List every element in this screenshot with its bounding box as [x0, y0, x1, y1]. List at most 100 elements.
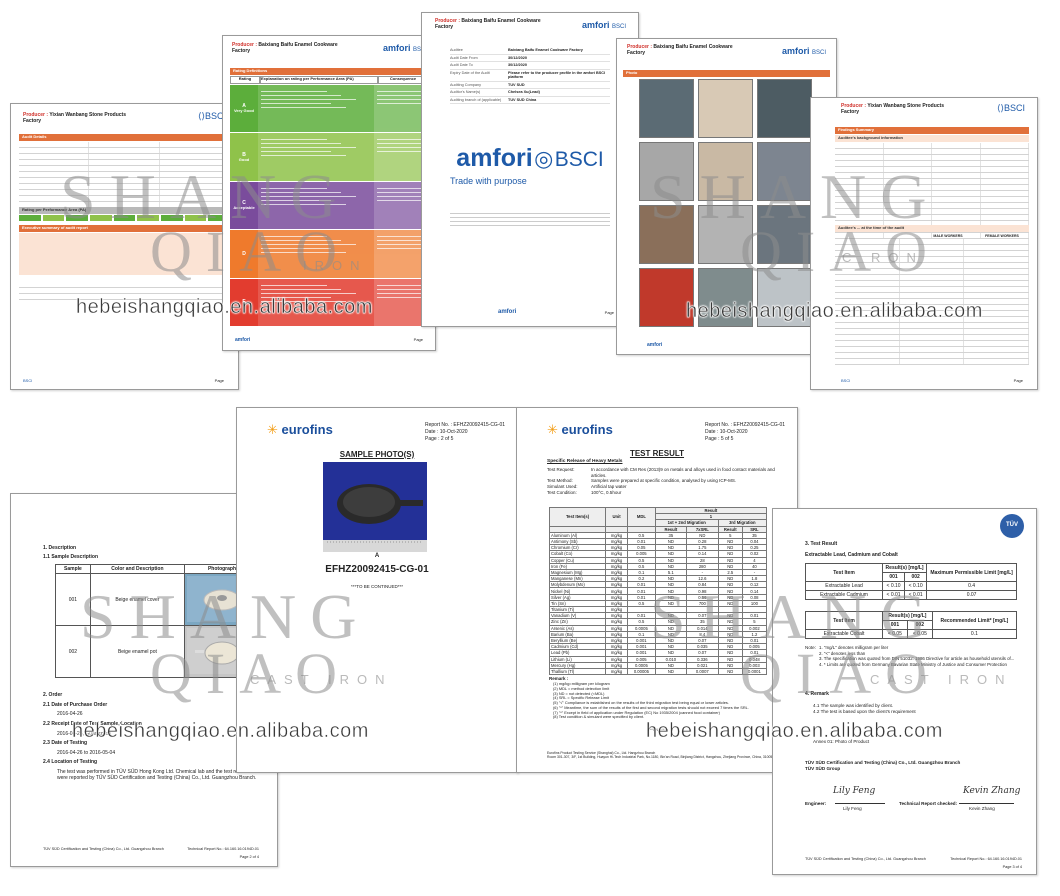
- audit-photo: [698, 205, 753, 264]
- page-title: TEST RESULT: [629, 449, 685, 458]
- amfori-logo-small: amfori BSCI: [581, 20, 626, 30]
- rating-row: E: [230, 278, 428, 328]
- section-header: Findings Summary: [835, 127, 1029, 134]
- reviewer-name: Kevin Zhang: [969, 806, 995, 811]
- rating-letter: C: [242, 200, 246, 207]
- report-meta: Report No. : EFHZ20092415-CG-01 Date : 1…: [425, 422, 506, 442]
- remark-note: (1) mg/kg=milligram per kilogram: [553, 681, 610, 686]
- remarks: 4.1 The sample was identified by client.…: [813, 703, 916, 715]
- signature-company: TÜV SÜD Certification and Testing (China…: [805, 760, 961, 771]
- cover-info-row: Auditing branch of (applicable)TUV SUD C…: [450, 97, 610, 105]
- doc-bsci-audit-details: Producer : Yixian Wanbang Stone Products…: [10, 103, 239, 390]
- table-header: Rating Explanation on rating per Perform…: [230, 76, 428, 84]
- audit-photo: [639, 142, 694, 201]
- rating-letter: D: [242, 250, 246, 257]
- footer-logo: amfori: [235, 337, 251, 343]
- continued-note: ***TO BE CONTINUED***: [351, 584, 403, 589]
- table-row: 002 Beige enamel pot: [55, 625, 260, 678]
- doc-amfori-cover: Producer : Baixiang Baifu Enamel Cookwar…: [421, 12, 639, 327]
- page-number: Page: [214, 378, 224, 384]
- producer-line: Producer : Yixian Wanbang Stone Products…: [23, 112, 126, 124]
- amfori-logo: amfori BSCI: [382, 43, 427, 53]
- audit-photo: [757, 268, 812, 327]
- test-info: Test Request:In accordance with CM Res (…: [547, 467, 775, 495]
- page-number: Page: [413, 337, 423, 343]
- audit-grid: [19, 142, 230, 214]
- reviewer-signature: Kevin Zhang: [963, 786, 1021, 796]
- section-header: Rating Definitions: [230, 68, 428, 75]
- worker-grid: [835, 239, 1030, 365]
- testing-date-value: 2016-04-26 to 2016-05-04: [57, 750, 116, 756]
- remark-item: 4.1 The sample was identified by client.: [813, 703, 894, 708]
- location-value: The test was performed in TÜV SÜD Hong K…: [57, 769, 257, 781]
- subsection-header: Auditee's background information: [835, 135, 1029, 142]
- disclaimer-lines: [450, 210, 610, 230]
- remark-item: 4.2 The test is based upon the client's …: [813, 708, 916, 714]
- remark-note: (2) MDL = method detection limit: [553, 685, 610, 691]
- sample-photo: [323, 462, 427, 552]
- audit-photo: [698, 79, 753, 138]
- engineer-name: Lily Feng: [843, 806, 862, 811]
- report-id: EFHZ20092415-CG-01: [325, 564, 429, 575]
- po-date-value: 2016-04-26: [57, 711, 83, 717]
- subsection-header-2: Auditee's ... at the time of the audit: [835, 225, 1029, 232]
- remark-note: (3) ND = not detected (<MDL): [553, 690, 605, 696]
- cover-info-row: Auditor's Name(s)Chelsea Xu(Lead): [450, 89, 610, 97]
- page-number: Page: [604, 310, 614, 316]
- tagline: Trade with purpose: [450, 176, 527, 186]
- producer-line: Producer : Yixian Wanbang Stone Products…: [841, 103, 944, 115]
- remark-note: (5) "√" Compliance is established on the…: [553, 700, 729, 706]
- section-header: Audit Details: [19, 134, 230, 141]
- subsection-title: 1.1 Sample Description: [43, 554, 99, 560]
- note-item: 3. The specification was quoted from DIN…: [819, 656, 1015, 662]
- location-label: 2.4 Location of Testing: [43, 759, 98, 765]
- page-number: Page: [1013, 378, 1023, 384]
- bsci-swirl-icon: ◎: [534, 146, 554, 171]
- bsci-logo: ⟨⟩BSCI: [996, 103, 1025, 113]
- receipt-label: 2.2 Receipt Date of Test Sample, Locatio…: [43, 721, 142, 727]
- producer-line: Producer : Baixiang Baifu Enamel Cookwar…: [627, 44, 733, 56]
- engineer-label: Engineer:: [805, 801, 827, 806]
- producer-line: Producer : Baixiang Baifu Enamel Cookwar…: [435, 18, 541, 30]
- note-item: 2. "<" denotes less than: [819, 650, 866, 656]
- note-item: 4. * Limits are quoted from Germany Bava…: [819, 662, 1007, 668]
- footer-page: Page 2 of 4: [239, 855, 259, 860]
- doc-tuv-test-result: TÜV 3. Test Result Extractable Lead, Cad…: [772, 508, 1037, 875]
- eurofins-logo: ✳ eurofins: [547, 422, 613, 437]
- doc-bsci-photos: Producer : Baixiang Baifu Enamel Cookwar…: [616, 38, 837, 355]
- note-item: 1. "mg/L" denotes milligram per liter: [819, 645, 889, 650]
- rating-chips: [19, 215, 231, 221]
- amfori-bsci-logo: amfori ◎ BSCI: [456, 144, 604, 172]
- rating-letter: A: [242, 103, 246, 110]
- audit-photo: [757, 79, 812, 138]
- doc-eurofins-sample-photo: ✳ eurofins Report No. : EFHZ20092415-CG-…: [236, 407, 518, 773]
- sample-table: Sample Color and Description Photograph …: [55, 564, 260, 678]
- remark-title: Remark :: [549, 676, 569, 681]
- producer-line: Producer : Baixiang Baifu Enamel Cookwar…: [232, 42, 338, 54]
- section-header-summary: Executive summary of audit report: [19, 225, 230, 232]
- tuv-logo: TÜV: [1000, 514, 1024, 538]
- audit-photo: [639, 205, 694, 264]
- footer-page: Page 3 of 4: [1002, 865, 1022, 870]
- audit-photo: [698, 268, 753, 327]
- footer-report-no: Technical Report No.: 64.160.16.0194D.01: [950, 857, 1022, 862]
- receipt-value: 2016-04-26, Guangzhou: [57, 731, 112, 737]
- footer-report-no: Technical Report No.: 64.160.16.0194D.01: [187, 847, 259, 852]
- section-title: 1. Description: [43, 545, 77, 551]
- footer: Eurofins Product Testing Service (Shangh…: [547, 751, 775, 760]
- doc-rating-definitions: Producer : Baixiang Baifu Enamel Cookwar…: [222, 35, 436, 351]
- remark-notes: (1) mg/kg=milligram per kilogram(2) MDL …: [553, 681, 778, 720]
